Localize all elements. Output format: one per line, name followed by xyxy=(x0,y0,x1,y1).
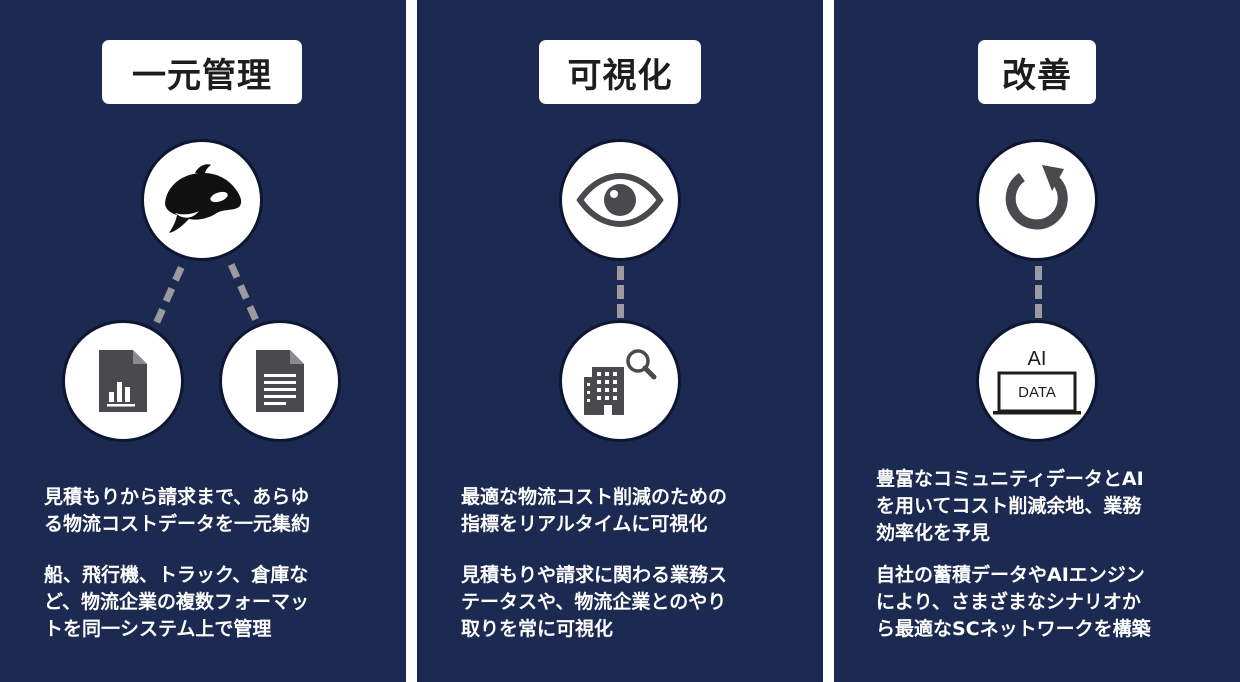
text-document-icon xyxy=(256,350,304,412)
panel-visualization: 可視化 最適な物流コスト削減のための 指標をリアルタイムに可視化 xyxy=(417,0,823,682)
detail-line: ど、物流企業の複数フォーマッ xyxy=(44,591,310,613)
building-search-icon xyxy=(584,349,657,415)
eye-circle xyxy=(559,139,681,261)
description-line: を用いてコスト削減余地、業務 xyxy=(876,495,1142,517)
panel-detail: 船、飛行機、トラック、倉庫な ど、物流企業の複数フォーマッ トを同一システム上で… xyxy=(44,562,384,643)
panel-title: 一元管理 xyxy=(102,40,302,104)
detail-line: 見積もりや請求に関わる業務ス xyxy=(461,564,728,586)
connector-line xyxy=(617,266,624,318)
description-line: 最適な物流コスト削減のための xyxy=(461,486,728,508)
panel-unified-management: 一元管理 見積もりから請求まで xyxy=(0,0,406,682)
eye-icon xyxy=(576,172,664,228)
detail-line: テータスや、物流企業とのやり xyxy=(461,591,727,613)
detail-line: 船、飛行機、トラック、倉庫な xyxy=(44,564,309,586)
detail-line: ら最適なSCネットワークを構築 xyxy=(876,618,1151,640)
ai-label: AI xyxy=(1028,348,1047,370)
chart-document-icon xyxy=(99,350,147,412)
panel-title: 可視化 xyxy=(539,40,701,104)
chart-document-circle xyxy=(62,320,184,442)
panel-description: 見積もりから請求まで、あらゆ る物流コストデータを一元集約 xyxy=(44,484,384,538)
refresh-circle xyxy=(976,139,1098,261)
description-line: 豊富なコミュニティデータとAI xyxy=(876,468,1144,490)
description-line: 見積もりから請求まで、あらゆ xyxy=(44,486,310,508)
ai-data-circle: AI DATA xyxy=(976,320,1098,442)
connector-line xyxy=(1035,266,1042,318)
panel-detail: 自社の蓄積データやAIエンジン により、さまざまなシナリオか ら最適なSCネット… xyxy=(876,562,1221,643)
orca-logo-circle xyxy=(141,139,263,261)
panel-description: 豊富なコミュニティデータとAI を用いてコスト削減余地、業務 効率化を予見 xyxy=(876,466,1221,547)
data-label: DATA xyxy=(1018,384,1056,401)
panel-description: 最適な物流コスト削減のための 指標をリアルタイムに可視化 xyxy=(461,484,801,538)
description-line: 指標をリアルタイムに可視化 xyxy=(461,513,708,535)
orca-logo-icon xyxy=(165,164,242,233)
panel-improvement: 改善 AI DATA 豊富なコミュニティデータとAI を用いてコスト削減余地、業… xyxy=(834,0,1240,682)
detail-line: により、さまざまなシナリオか xyxy=(876,591,1141,613)
refresh-icon xyxy=(1005,165,1068,230)
detail-line: トを同一システム上で管理 xyxy=(44,618,272,640)
description-line: 効率化を予見 xyxy=(876,522,991,544)
detail-line: 自社の蓄積データやAIエンジン xyxy=(876,564,1145,586)
text-document-circle xyxy=(219,320,341,442)
detail-line: 取りを常に可視化 xyxy=(461,618,614,640)
connector-line xyxy=(228,263,259,321)
connector-line xyxy=(153,266,185,324)
ai-data-monitor-icon: AI DATA xyxy=(993,348,1081,415)
panel-title: 改善 xyxy=(978,40,1096,104)
panel-detail: 見積もりや請求に関わる業務ス テータスや、物流企業とのやり 取りを常に可視化 xyxy=(461,562,801,643)
building-search-circle xyxy=(559,320,681,442)
description-line: る物流コストデータを一元集約 xyxy=(44,513,311,535)
